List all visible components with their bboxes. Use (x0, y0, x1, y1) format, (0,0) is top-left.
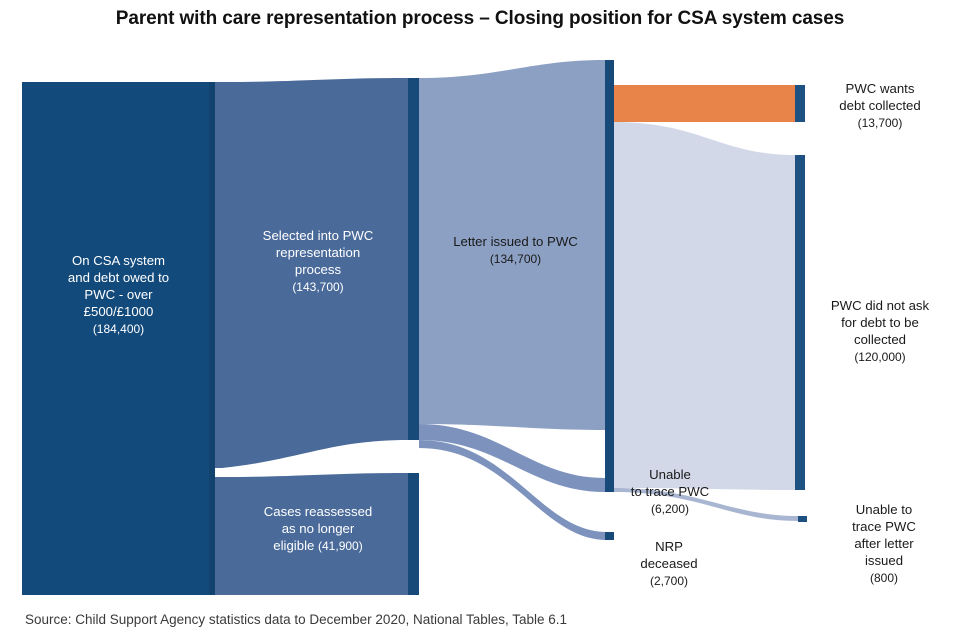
label-nrp-deceased-value: (2,700) (649, 574, 689, 588)
label-nrp-deceased-line2: deceased (640, 556, 698, 571)
node-bar-cases-reassessed (408, 473, 419, 595)
node-bar-letter-issued (605, 60, 614, 492)
label-letter-issued-value: (134,700) (489, 252, 542, 266)
label-cases-reassessed-line3: eligible (273, 538, 315, 553)
label-unable-to-trace-pwc-line1: Unable (649, 467, 691, 482)
label-pwc-did-not-ask-line2: for debt to be (841, 315, 919, 330)
label-unable-to-trace-after-letter-line4: issued (864, 553, 904, 568)
flow-oncsa-to-selected (215, 78, 408, 468)
label-pwc-did-not-ask-line3: collected (853, 332, 907, 347)
label-pwc-did-not-ask: PWC did not ask for debt to be collected… (812, 297, 948, 366)
label-on-csa-system-value: (184,400) (92, 322, 145, 336)
page-title: Parent with care representation process … (115, 8, 845, 29)
label-pwc-wants-debt-collected-value: (13,700) (857, 116, 903, 130)
label-selected-into-pwc: Selected into PWC representation process… (228, 227, 408, 296)
label-nrp-deceased-line1: NRP (655, 539, 683, 554)
label-unable-to-trace-pwc-value: (6,200) (650, 502, 690, 516)
label-unable-to-trace-after-letter-line1: Unable to (855, 502, 913, 517)
label-pwc-wants-debt-collected-line1: PWC wants (845, 81, 915, 96)
flow-letter-to-pwc-did-not-ask (614, 122, 795, 490)
label-selected-into-pwc-line1: Selected into PWC (262, 228, 374, 243)
label-pwc-wants-debt-collected: PWC wants debt collected (13,700) (812, 80, 948, 132)
node-bar-nrp-deceased (605, 532, 614, 540)
label-on-csa-system-line4: £500/£1000 (83, 304, 154, 319)
node-bar-unable-to-trace-pwc (605, 478, 614, 492)
label-pwc-wants-debt-collected-line2: debt collected (839, 98, 921, 113)
label-cases-reassessed-line2: as no longer (281, 521, 355, 536)
label-cases-reassessed-line1: Cases reassessed (263, 504, 373, 519)
label-on-csa-system-line2: and debt owed to (67, 270, 170, 285)
label-unable-to-trace-after-letter-line3: after letter (854, 536, 914, 551)
node-bar-on-csa-system (209, 82, 215, 595)
label-unable-to-trace-pwc: Unable to trace PWC (6,200) (614, 466, 726, 518)
label-unable-to-trace-after-letter-line2: trace PWC (852, 519, 916, 534)
source-note: Source: Child Support Agency statistics … (25, 612, 568, 627)
label-selected-into-pwc-line2: representation (275, 245, 361, 260)
flow-oncsa-to-reassessed (215, 473, 408, 595)
label-selected-into-pwc-line3: process (294, 262, 342, 277)
node-bar-unable-to-trace-after-letter (798, 516, 807, 522)
flow-selected-to-unable-trace (419, 424, 605, 492)
label-cases-reassessed: Cases reassessed as no longer eligible (… (228, 503, 408, 555)
node-on-csa-system (22, 82, 215, 595)
flow-letter-to-unable-trace-after (614, 488, 798, 521)
label-letter-issued-line1: Letter issued to PWC (453, 234, 578, 249)
label-pwc-did-not-ask-line1: PWC did not ask (830, 298, 930, 313)
label-nrp-deceased: NRP deceased (2,700) (622, 538, 716, 590)
label-unable-to-trace-after-letter-value: (800) (869, 571, 898, 585)
node-bar-selected-into-pwc (408, 78, 419, 440)
node-bar-pwc-wants-debt-collected (795, 85, 805, 122)
label-pwc-did-not-ask-value: (120,000) (854, 350, 906, 364)
flow-selected-to-nrp-deceased (419, 440, 607, 540)
flow-selected-to-letter (419, 60, 605, 430)
node-bar-pwc-did-not-ask (795, 155, 805, 490)
label-unable-to-trace-pwc-line2: to trace PWC (630, 484, 710, 499)
label-cases-reassessed-value: (41,900) (318, 539, 363, 553)
label-on-csa-system-line1: On CSA system (71, 253, 166, 268)
label-selected-into-pwc-value: (143,700) (292, 280, 344, 294)
label-letter-issued: Letter issued to PWC (134,700) (428, 233, 603, 268)
label-on-csa-system-line3: PWC - over (84, 287, 153, 302)
flow-letter-to-pwc-wants (614, 85, 795, 122)
label-on-csa-system: On CSA system and debt owed to PWC - ove… (22, 252, 215, 338)
label-unable-to-trace-after-letter: Unable to trace PWC after letter issued … (820, 501, 948, 587)
